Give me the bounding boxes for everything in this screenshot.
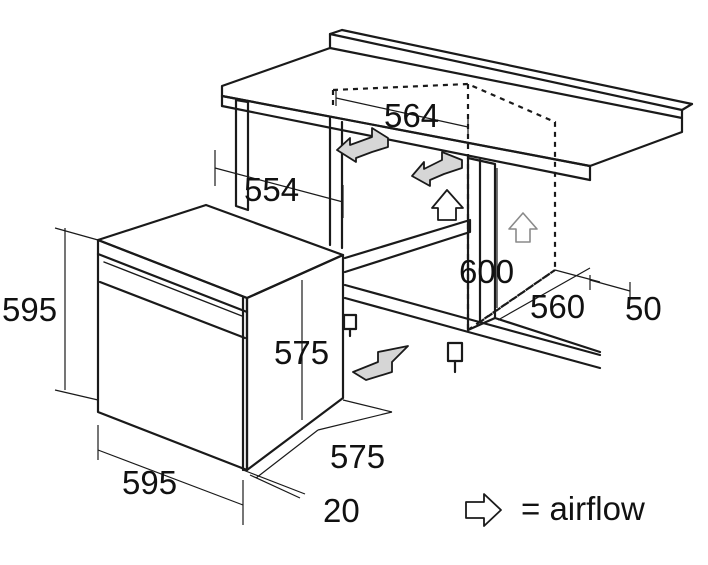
dimension-lines	[54, 90, 631, 525]
airflow-arrow-icon	[431, 189, 464, 221]
dim-niche-depth-side: 554	[244, 171, 299, 208]
cabinet-walls	[234, 98, 602, 374]
airflow-arrow-icon	[352, 345, 409, 381]
dim-oven-body-height: 575	[274, 334, 329, 371]
airflow-arrow-icon	[336, 127, 389, 163]
dim-oven-depth: 575	[330, 438, 385, 475]
oven	[96, 203, 345, 472]
dimension-labels: 564 554 595 575 600 560 50 575 595 20	[2, 97, 662, 529]
legend-label: = airflow	[521, 490, 645, 527]
legend: = airflow	[465, 490, 645, 527]
dim-niche-depth: 560	[530, 288, 585, 325]
dim-oven-width: 595	[122, 464, 177, 501]
dim-niche-height: 600	[459, 253, 514, 290]
airflow-arrow-icon	[411, 151, 463, 187]
airflow-arrow-icon	[465, 493, 502, 527]
airflow-arrow-icon	[508, 212, 538, 243]
countertop	[220, 28, 694, 182]
dim-oven-height: 595	[2, 291, 57, 328]
airflow-arrows	[336, 127, 538, 381]
dim-rear-gap: 50	[625, 290, 662, 327]
dim-niche-width-top: 564	[384, 97, 439, 134]
dim-front-panel: 20	[323, 492, 360, 529]
